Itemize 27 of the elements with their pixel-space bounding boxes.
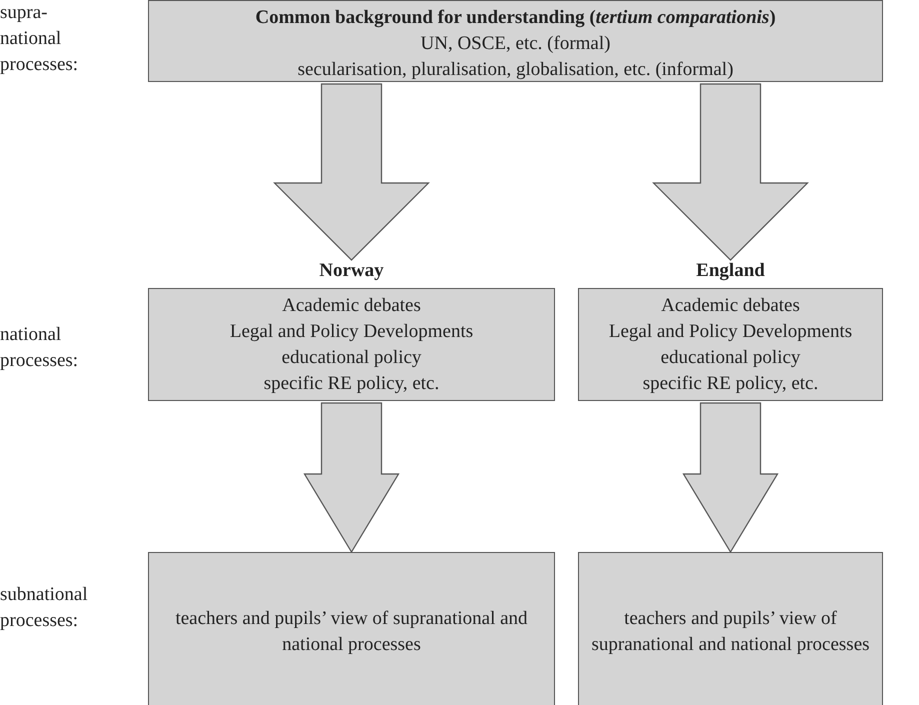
block-arrow: [273, 83, 430, 261]
box-text: teachers and pupils’ view of supranational and national processes: [174, 607, 529, 657]
process-box: [148, 552, 555, 705]
box-text: secularisation, pluralisation, globalisation, etc. (informal): [298, 58, 734, 82]
box-title: Common background for understanding (tertium comparationis): [255, 6, 776, 30]
block-arrow: [303, 402, 400, 554]
box-text: specific RE policy, etc.: [264, 372, 440, 396]
box-text: Legal and Policy Developments: [230, 320, 474, 344]
row-label: subnational processes:: [0, 583, 89, 633]
box-text: Legal and Policy Developments: [608, 320, 852, 344]
block-arrow: [652, 83, 809, 261]
process-box: [578, 552, 883, 705]
row-label: national processes:: [0, 323, 80, 373]
box-text: specific RE policy, etc.: [642, 372, 818, 396]
block-arrow: [682, 402, 779, 554]
process-box: [148, 288, 555, 401]
box-text: educational policy: [282, 346, 422, 370]
process-box: [148, 0, 883, 82]
process-box: [578, 288, 883, 401]
box-text: Academic debates: [661, 294, 800, 318]
column-heading: England: [695, 260, 766, 282]
box-text: teachers and pupils’ view of supranational and national processes: [590, 607, 871, 657]
box-text: Academic debates: [282, 294, 421, 318]
row-label: supra- national processes:: [0, 1, 80, 77]
box-text: educational policy: [660, 346, 800, 370]
column-heading: Norway: [318, 260, 385, 282]
box-text: UN, OSCE, etc. (formal): [420, 32, 610, 56]
